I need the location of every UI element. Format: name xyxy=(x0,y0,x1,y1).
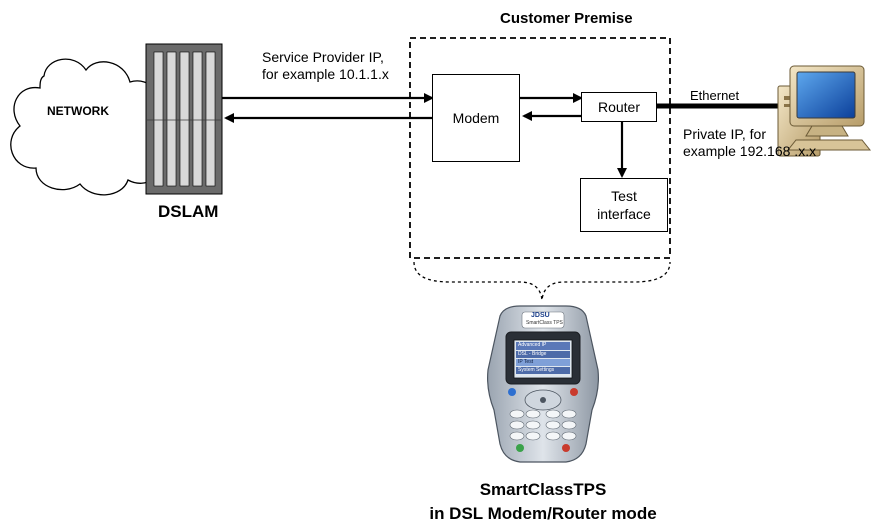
service-provider-ip-line2: for example 10.1.1.x xyxy=(262,66,389,82)
device-menu-item: IP Test xyxy=(518,359,534,365)
device-menu-item: System Settings xyxy=(518,367,555,373)
customer-premise-title: Customer Premise xyxy=(500,10,633,27)
test-interface-label-2: interface xyxy=(597,206,651,222)
device-menu-item: DSL - Bridge xyxy=(518,351,547,357)
device-model: SmartClass TPS xyxy=(526,320,563,326)
private-ip-line1: Private IP, for xyxy=(683,126,767,142)
test-interface-box: Test interface xyxy=(580,178,668,232)
dslam-rack-icon xyxy=(145,43,223,195)
router-box: Router xyxy=(581,92,657,122)
smartclass-tps-device-icon xyxy=(487,305,599,463)
device-title-line2: in DSL Modem/Router mode xyxy=(429,504,657,523)
dslam-label: DSLAM xyxy=(158,202,219,221)
modem-label: Modem xyxy=(452,110,500,126)
pc-icon xyxy=(777,65,872,157)
premise-brace xyxy=(413,261,671,301)
customer-premise-boundary xyxy=(409,37,671,259)
device-menu-item: Advanced IP xyxy=(518,342,547,348)
private-ip-line2: example 192.168 .x.x xyxy=(683,143,817,159)
test-interface-label-1: Test xyxy=(611,188,637,204)
network-label: NETWORK xyxy=(47,104,109,118)
modem-box: Modem xyxy=(432,74,520,162)
router-label: Router xyxy=(597,99,641,115)
ethernet-label: Ethernet xyxy=(690,88,740,103)
device-title-line1: SmartClassTPS xyxy=(479,480,607,499)
device-brand: JDSU xyxy=(531,312,550,319)
service-provider-ip-line1: Service Provider IP, xyxy=(262,49,384,65)
